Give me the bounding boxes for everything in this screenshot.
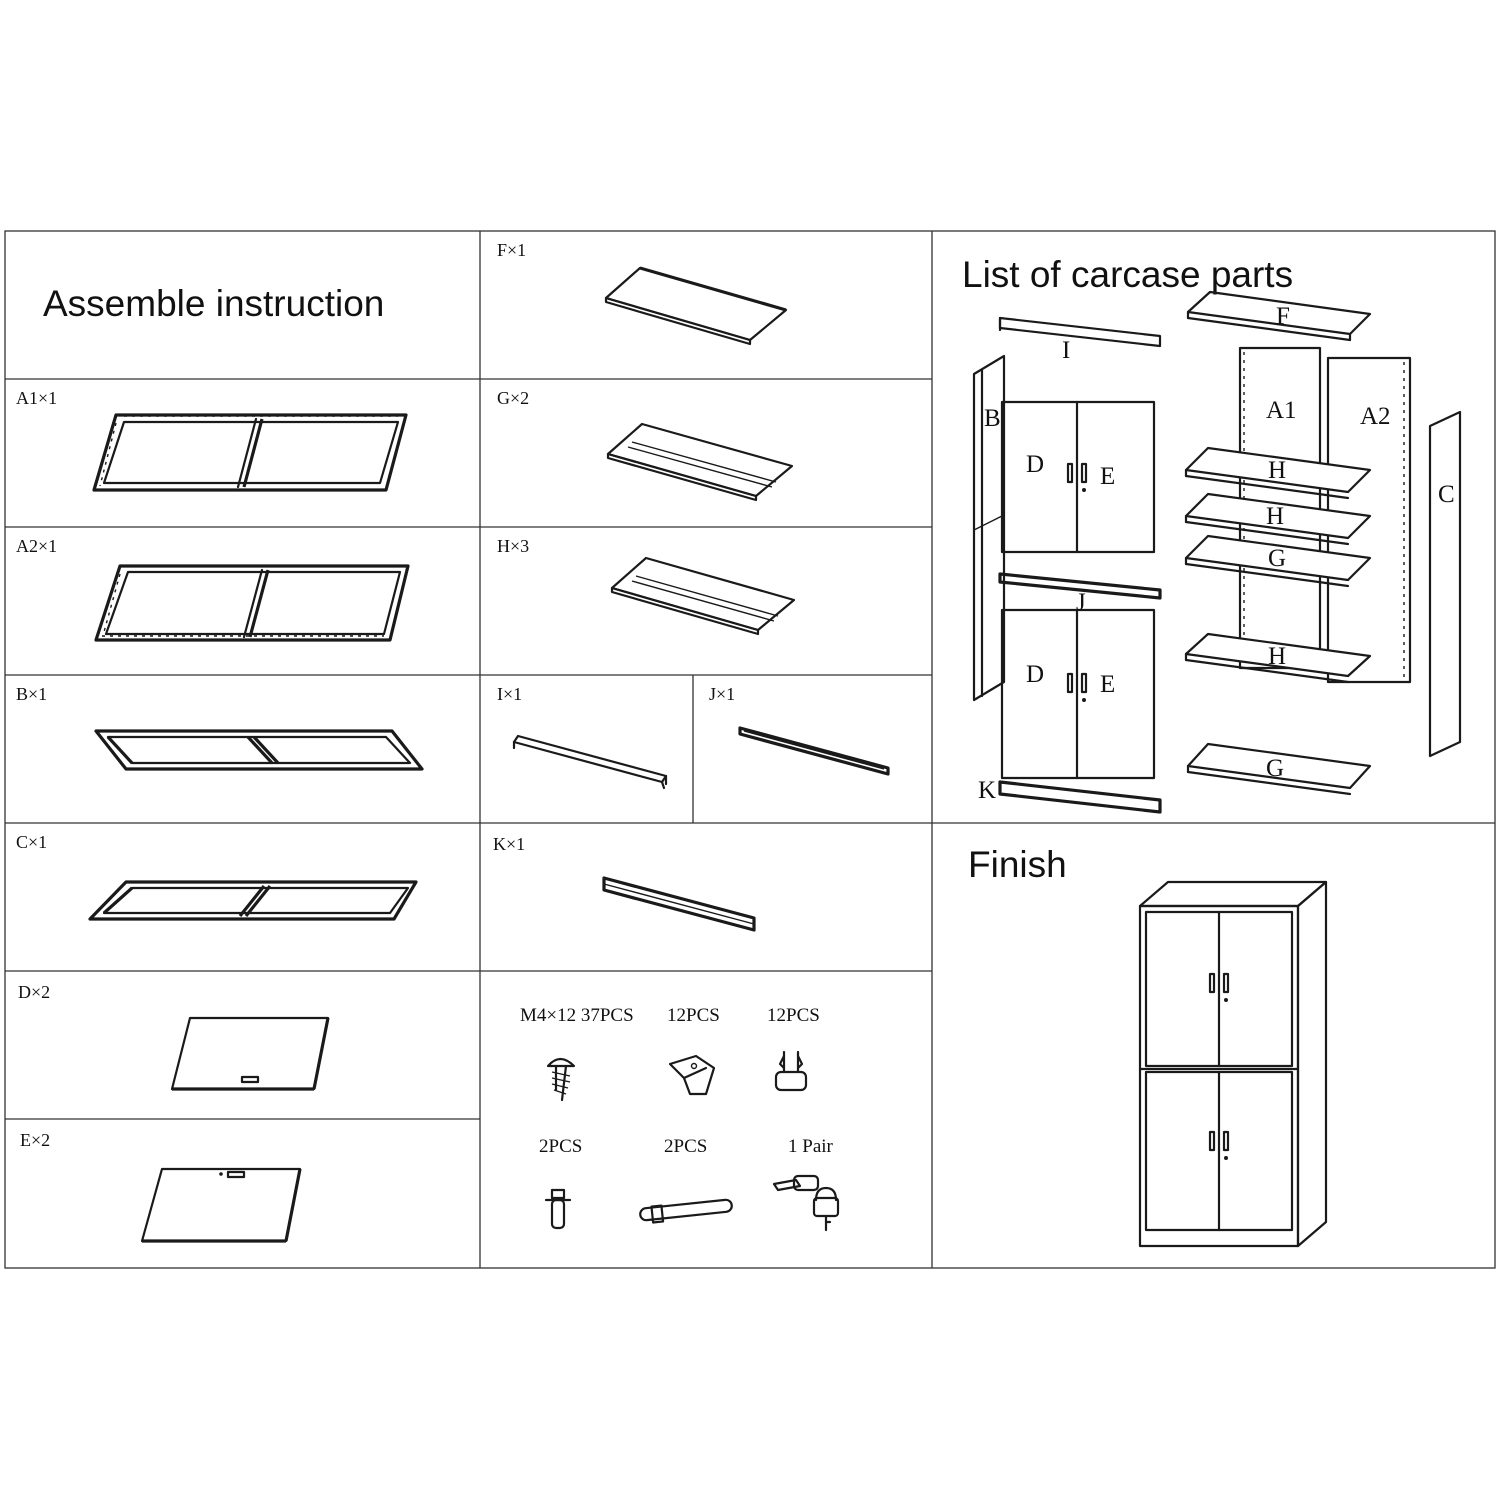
part-label-f: F×1 xyxy=(497,240,526,260)
table-grid xyxy=(4,230,1496,1269)
carcase-label-h-3: H xyxy=(1268,643,1286,670)
carcase-label-e-top: E xyxy=(1100,463,1115,490)
part-label-k: K×1 xyxy=(493,834,525,854)
carcase-label-e-bottom: E xyxy=(1100,671,1115,698)
carcase-label-g-2: G xyxy=(1266,755,1284,782)
part-j-drawing xyxy=(738,726,890,776)
carcase-label-b: B xyxy=(984,405,1001,432)
carcase-label-h-1: H xyxy=(1268,457,1286,484)
carcase-label-a2: A2 xyxy=(1360,403,1391,430)
part-f-drawing xyxy=(604,266,788,346)
carcase-parts-title: List of carcase parts xyxy=(962,254,1293,295)
hardware-label-clip: 12PCS xyxy=(767,1005,820,1026)
rod-icon xyxy=(639,1198,733,1224)
part-b-drawing xyxy=(94,729,424,771)
part-label-j: J×1 xyxy=(709,684,735,704)
part-e-drawing xyxy=(140,1167,302,1243)
carcase-label-g-1: G xyxy=(1268,545,1286,572)
carcase-label-i: I xyxy=(1062,337,1070,364)
part-label-i: I×1 xyxy=(497,684,522,704)
carcase-label-d-bottom: D xyxy=(1026,661,1044,688)
part-label-b: B×1 xyxy=(16,684,47,704)
part-h-drawing xyxy=(610,556,796,636)
part-label-a1: A1×1 xyxy=(16,388,57,408)
carcase-label-h-2: H xyxy=(1266,503,1284,530)
finished-cabinet-drawing xyxy=(1138,880,1328,1248)
carcase-label-d-top: D xyxy=(1026,451,1044,478)
hardware-label-pin: 2PCS xyxy=(539,1136,582,1157)
hardware-label-bracket: 12PCS xyxy=(667,1005,720,1026)
part-k-drawing xyxy=(602,876,756,932)
carcase-label-a1: A1 xyxy=(1266,397,1297,424)
lock-and-key-icon xyxy=(772,1174,840,1232)
bracket-icon xyxy=(668,1054,716,1096)
part-i-drawing xyxy=(512,734,668,790)
carcase-label-c: C xyxy=(1438,481,1455,508)
part-a1-drawing xyxy=(92,413,408,492)
screw-icon xyxy=(546,1057,576,1102)
shelf-clip-icon xyxy=(774,1050,808,1092)
finish-title: Finish xyxy=(968,844,1067,885)
part-g-drawing xyxy=(606,422,794,502)
part-d-drawing xyxy=(170,1016,330,1091)
carcase-label-j: J xyxy=(1076,589,1086,616)
part-label-c: C×1 xyxy=(16,832,47,852)
part-label-d: D×2 xyxy=(18,982,50,1002)
part-label-h: H×3 xyxy=(497,536,529,556)
assemble-instruction-title: Assemble instruction xyxy=(43,283,384,324)
part-label-a2: A2×1 xyxy=(16,536,57,556)
carcase-exploded-view xyxy=(972,290,1462,814)
hinge-pin-icon xyxy=(544,1188,572,1230)
hardware-label-rod: 2PCS xyxy=(664,1136,707,1157)
carcase-label-k: K xyxy=(978,777,996,804)
part-label-e: E×2 xyxy=(20,1130,50,1150)
part-a2-drawing xyxy=(94,564,410,642)
part-c-drawing xyxy=(88,880,418,921)
carcase-label-f: F xyxy=(1276,303,1290,330)
part-label-g: G×2 xyxy=(497,388,529,408)
hardware-label-lock: 1 Pair xyxy=(788,1136,834,1157)
hardware-label-screw: M4×12 37PCS xyxy=(520,1005,634,1026)
